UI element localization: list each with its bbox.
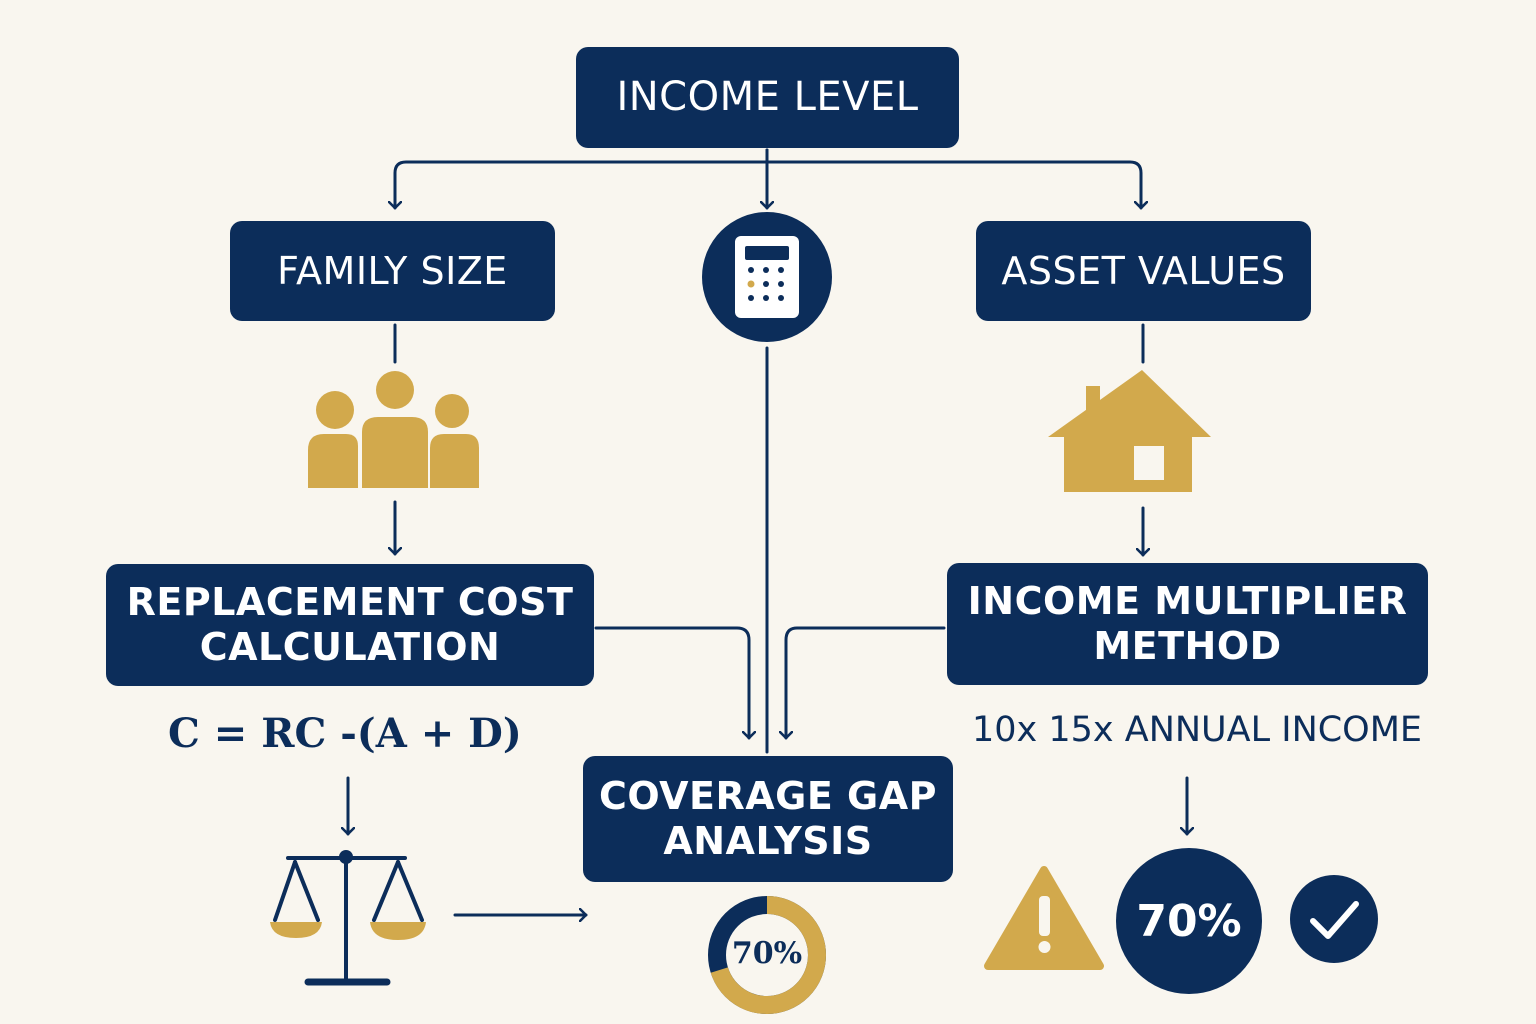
coverage-donut [708,896,826,1014]
scales-right-pan [370,922,426,940]
connector-replacement-to-gap [594,626,749,740]
coverage-percent-badge: 70% [1116,848,1262,994]
node-replacement-cost: REPLACEMENT COST CALCULATION [106,564,594,686]
connector-multiplier-to-gap [786,626,946,740]
scales-icon [273,850,424,986]
family-icon [308,371,479,488]
replacement-formula: C = RC -(A + D) [168,710,522,757]
house-icon [1048,370,1211,492]
node-income-multiplier: INCOME MULTIPLIER METHOD [947,563,1428,685]
scales-left-pan [270,922,322,938]
checkmark-icon [1290,875,1378,963]
node-income-level: INCOME LEVEL [576,47,959,148]
multiplier-annotation: 10x 15x ANNUAL INCOME [972,710,1423,750]
connector-income-to-assets [765,160,1141,210]
node-family-size: FAMILY SIZE [230,221,555,321]
connector-income-to-family [395,160,769,210]
donut-fill-arc [708,896,826,1014]
node-asset-values: ASSET VALUES [976,221,1311,321]
donut-percent-label: 70% [731,935,803,971]
calculator-icon [702,212,832,342]
node-coverage-gap: COVERAGE GAP ANALYSIS [583,756,953,882]
warning-icon [984,866,1104,970]
